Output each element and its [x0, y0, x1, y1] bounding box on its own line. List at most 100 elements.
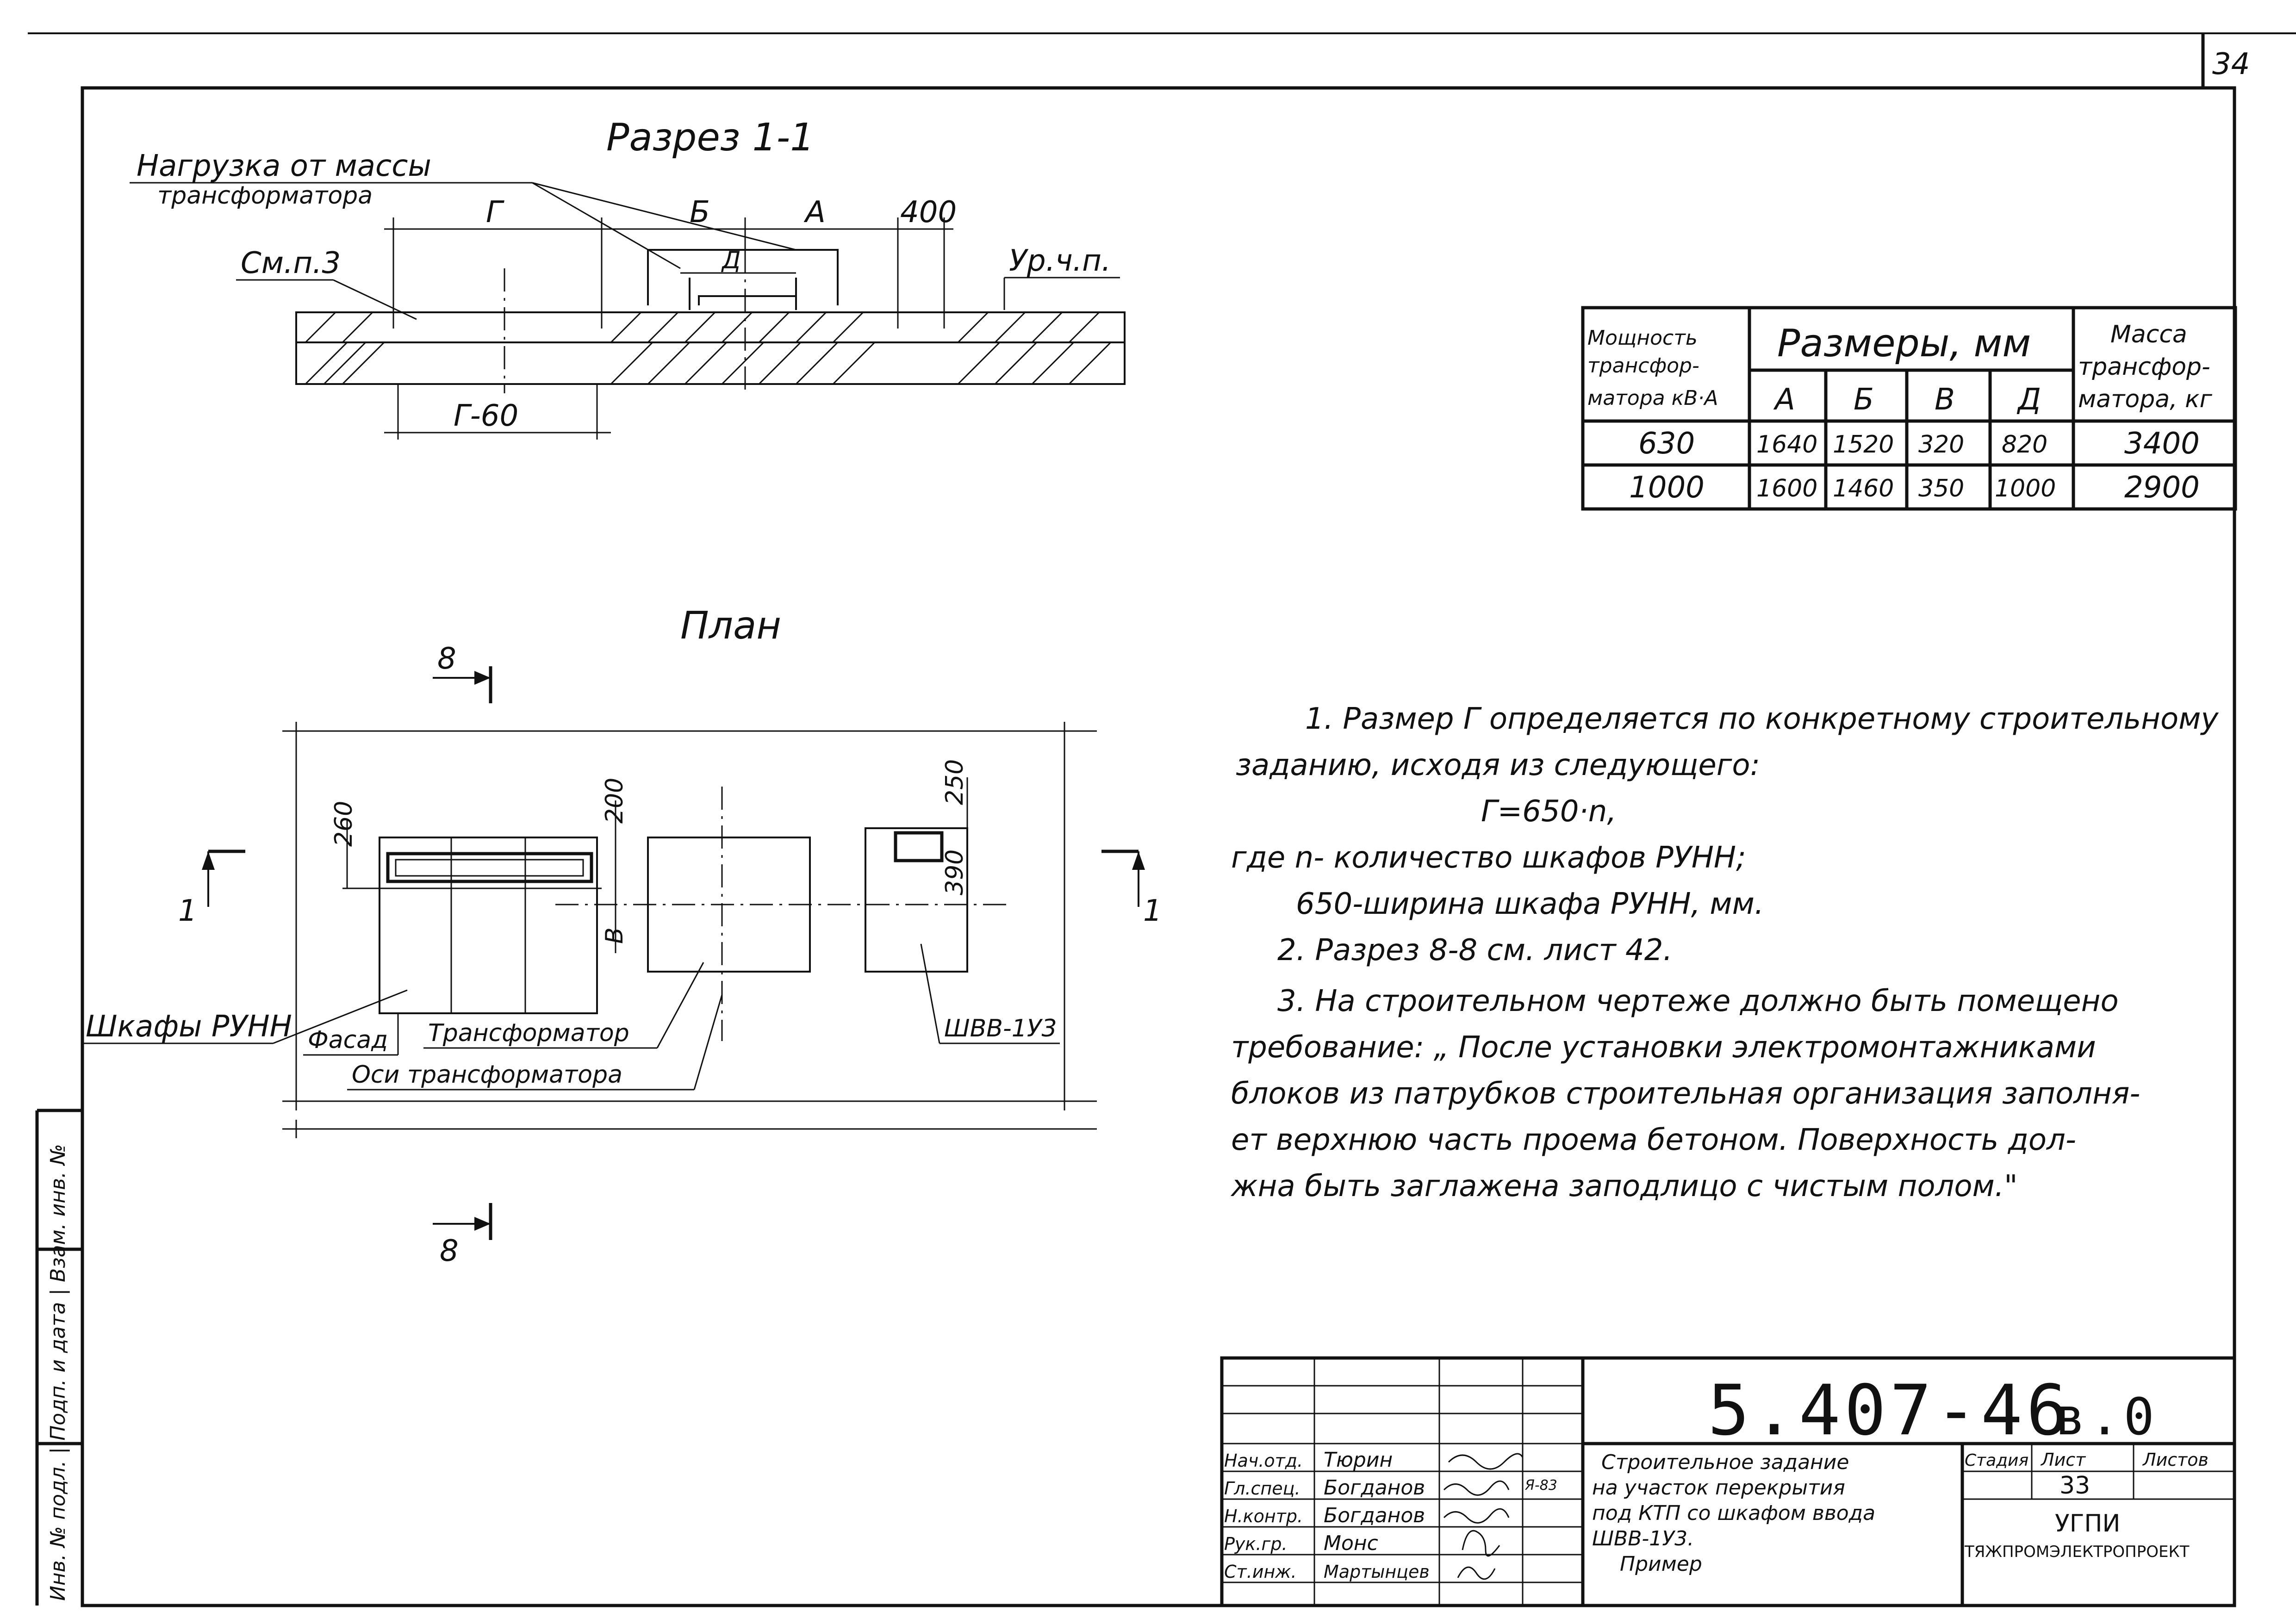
plan-view: План 8 8 1 1 260 200 В: [83, 604, 1162, 1268]
dim-390: 390: [941, 849, 969, 895]
label-cabinets-runn: Шкафы РУНН: [86, 1010, 292, 1044]
section-mark-bottom: 8: [440, 1234, 459, 1268]
side-stamp: Инв. № подл. | Подп. и дата | Взам. инв.…: [35, 1109, 82, 1606]
dim-a: А: [803, 195, 826, 229]
section-view: Разрез 1-1 Нагрузка от массы трансформат…: [130, 116, 1126, 440]
col-stage: Стадия: [1965, 1451, 2028, 1470]
slab-hatching: [305, 311, 1112, 385]
cabinets-runn: [379, 837, 598, 1014]
cut-mark-left: 1: [178, 894, 197, 928]
header-v: В: [1935, 383, 1955, 417]
dim-g: Г: [486, 195, 504, 229]
note-line-1: 1. Размер Г определяется по конкретному …: [1305, 702, 2219, 736]
section-mark-top: 8: [437, 642, 456, 676]
label-shvv: ШВВ-1У3: [944, 1015, 1057, 1042]
col-sheets: Листов: [2142, 1450, 2209, 1470]
header-sizes: Размеры, мм: [1777, 322, 2031, 366]
row2-d: 1000: [1995, 475, 2056, 502]
org-line-1: УГПИ: [2055, 1510, 2120, 1538]
name-3: Богданов: [1324, 1504, 1425, 1527]
note-line-9: блоков из патрубков строительная организ…: [1231, 1077, 2140, 1111]
name-4: Монс: [1324, 1531, 1378, 1555]
signature-3: [1443, 1508, 1510, 1524]
header-a: А: [1773, 383, 1795, 417]
note-line-3: Г=650·n,: [1481, 794, 1617, 829]
row2-mass: 2900: [2124, 471, 2200, 505]
row1-mass: 3400: [2124, 427, 2200, 461]
dim-g60: Г-60: [454, 399, 518, 433]
dim-v: В: [601, 927, 628, 944]
name-2: Богданов: [1324, 1476, 1425, 1500]
load-label-1: Нагрузка от массы: [137, 149, 431, 183]
sheet-number: 34: [2212, 47, 2250, 81]
name-5: Мартынцев: [1324, 1562, 1430, 1582]
side-stamp-text: Инв. № подл. | Подп. и дата | Взам. инв.…: [46, 1144, 70, 1601]
stamp-date: Я-83: [1524, 1477, 1557, 1494]
row2-a: 1600: [1756, 475, 1817, 502]
dim-b: Б: [690, 195, 710, 229]
signature-2: [1443, 1480, 1510, 1496]
section-title: Разрез 1-1: [606, 116, 814, 160]
note-line-7: 3. На строительном чертеже должно быть п…: [1277, 984, 2119, 1018]
load-label-2: трансформатора: [157, 182, 373, 210]
label-facade: Фасад: [308, 1026, 388, 1054]
dim-d: Д: [721, 247, 741, 274]
title-block: 5.407-46 в.0 Строительное задание на уча…: [1220, 1356, 2236, 1607]
dim-250: 250: [941, 759, 969, 805]
col-sheet: Лист: [2040, 1450, 2086, 1470]
note-line-8: требование: „ После установки электромон…: [1231, 1030, 2096, 1065]
plan-title: План: [680, 604, 781, 648]
stamp-title-1: Строительное задание: [1601, 1451, 1849, 1474]
notes: 1. Размер Г определяется по конкретному …: [1230, 702, 2219, 1203]
header-mass-1: Масса: [2110, 321, 2187, 348]
dim-260: 260: [330, 801, 358, 847]
floor-level-label: Ур.ч.п.: [1009, 244, 1111, 278]
name-1: Тюрин: [1324, 1448, 1393, 1472]
header-b: Б: [1854, 383, 1874, 417]
role-2: Гл.спец.: [1224, 1478, 1300, 1499]
stamp-title-2: на участок перекрытия: [1592, 1476, 1845, 1500]
stamp-title-cut: Пример: [1620, 1552, 1702, 1576]
role-3: Н.контр.: [1224, 1506, 1303, 1526]
dim-200: 200: [601, 778, 628, 824]
row1-power: 630: [1638, 427, 1695, 461]
note-line-11: жна быть заглажена заподлицо с чистым по…: [1230, 1169, 2018, 1203]
note-line-4: где n- количество шкафов РУНН;: [1231, 841, 1746, 875]
signature-4: [1462, 1530, 1500, 1557]
label-transformer-axes: Оси трансформатора: [352, 1061, 622, 1089]
row1-v: 320: [1918, 431, 1964, 459]
note-line-2: заданию, исходя из следующего:: [1236, 748, 1760, 782]
org-line-2: ТЯЖПРОМЭЛЕКТРОПРОЕКТ: [1964, 1543, 2190, 1561]
row2-v: 350: [1918, 475, 1964, 502]
label-transformer: Трансформатор: [428, 1019, 629, 1047]
transformer-table: Мощность трансфор- матора кВ·А Размеры, …: [1581, 306, 2237, 511]
row2-b: 1460: [1833, 475, 1894, 502]
role-5: Ст.инж.: [1224, 1562, 1297, 1582]
header-power-2: трансфор-: [1587, 354, 1699, 378]
row1-b: 1520: [1833, 431, 1894, 459]
row2-power: 1000: [1629, 471, 1705, 505]
header-power-3: матора кВ·А: [1587, 386, 1718, 410]
role-1: Нач.отд.: [1224, 1451, 1303, 1471]
cut-mark-right: 1: [1143, 894, 1162, 928]
role-4: Рук.гр.: [1224, 1534, 1288, 1554]
row1-a: 1640: [1756, 431, 1817, 459]
document-code: 5.407-46: [1708, 1370, 2072, 1451]
header-mass-3: матора, кг: [2078, 385, 2213, 413]
see-note-label: См.п.3: [241, 246, 341, 280]
header-d: Д: [2016, 383, 2041, 417]
sheet-value: 33: [2060, 1472, 2090, 1500]
document-volume: в.0: [2055, 1387, 2158, 1446]
note-line-5: 650-ширина шкафа РУНН, мм.: [1296, 887, 1764, 921]
signature-1: [1448, 1453, 1524, 1470]
dim-400: 400: [900, 195, 957, 229]
note-line-10: ет верхнюю часть проема бетоном. Поверхн…: [1231, 1123, 2076, 1157]
signature-5: [1457, 1566, 1496, 1580]
note-line-6: 2. Разрез 8-8 см. лист 42.: [1277, 933, 1673, 967]
row1-d: 820: [2002, 431, 2047, 459]
header-mass-2: трансфор-: [2078, 353, 2210, 381]
drawing-frame: [81, 86, 2236, 1607]
stamp-title-3: под КТП со шкафом ввода: [1592, 1501, 1875, 1525]
header-power-1: Мощность: [1587, 326, 1698, 350]
